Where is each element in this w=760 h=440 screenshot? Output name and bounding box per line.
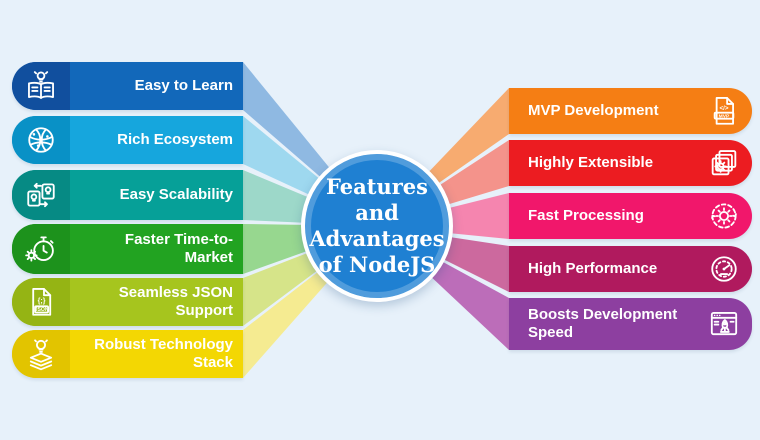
feature-bar-faster-time-to-market: Faster Time-to-Market bbox=[12, 224, 243, 274]
technology-stack-icon bbox=[12, 330, 70, 378]
feature-label: Robust Technology Stack bbox=[94, 335, 233, 371]
feature-label: MVP Development bbox=[528, 101, 659, 119]
gear-cycle-icon bbox=[696, 193, 752, 239]
stopwatch-gear-icon bbox=[12, 224, 70, 274]
feature-bar-mvp-development: MVP Development </> MVP bbox=[509, 88, 752, 134]
mvp-code-file-icon: </> MVP bbox=[696, 88, 752, 134]
center-title-circle: Features and Advantages of NodeJS bbox=[301, 150, 453, 302]
rocket-browser-icon bbox=[696, 298, 752, 350]
feature-label: Seamless JSON Support bbox=[118, 283, 233, 319]
feature-bar-easy-to-learn: Easy to Learn bbox=[12, 62, 243, 110]
svg-text:JSON: JSON bbox=[35, 307, 49, 313]
book-lightbulb-icon bbox=[12, 62, 70, 110]
svg-text:</>: </> bbox=[720, 105, 729, 112]
svg-text:MVP: MVP bbox=[719, 113, 730, 119]
globe-network-icon bbox=[12, 116, 70, 164]
svg-text:{;}: {;} bbox=[38, 297, 46, 305]
feature-label: Easy to Learn bbox=[134, 76, 233, 94]
stacked-windows-gear-icon bbox=[696, 140, 752, 186]
feature-bar-robust-technology-stack: Robust Technology Stack bbox=[12, 330, 243, 378]
feature-bar-seamless-json-support: {;} JSON Seamless JSON Support bbox=[12, 278, 243, 326]
center-title-line: Features bbox=[326, 173, 428, 199]
center-title-line: Advantages bbox=[309, 226, 445, 251]
feature-bar-high-performance: High Performance bbox=[509, 246, 752, 292]
feature-label: Faster Time-to-Market bbox=[124, 230, 233, 266]
feature-bar-easy-scalability: Easy Scalability bbox=[12, 170, 243, 220]
feature-bar-rich-ecosystem: Rich Ecosystem bbox=[12, 116, 243, 164]
speedometer-icon bbox=[696, 246, 752, 292]
feature-bar-highly-extensible: Highly Extensible bbox=[509, 140, 752, 186]
feature-bar-boosts-development-speed: Boosts Development Speed bbox=[509, 298, 752, 350]
feature-label: Highly Extensible bbox=[528, 153, 654, 171]
center-title-line: of NodeJS bbox=[318, 252, 436, 278]
json-file-icon: {;} JSON bbox=[12, 278, 70, 326]
center-title-line: and bbox=[355, 199, 399, 225]
scalable-ideas-icon bbox=[12, 170, 70, 220]
feature-label: Easy Scalability bbox=[119, 185, 233, 203]
feature-label: Boosts Development Speed bbox=[528, 305, 678, 341]
feature-bar-fast-processing: Fast Processing bbox=[509, 193, 752, 239]
feature-label: Fast Processing bbox=[528, 206, 644, 224]
feature-label: High Performance bbox=[528, 259, 658, 277]
feature-label: Rich Ecosystem bbox=[117, 130, 233, 148]
